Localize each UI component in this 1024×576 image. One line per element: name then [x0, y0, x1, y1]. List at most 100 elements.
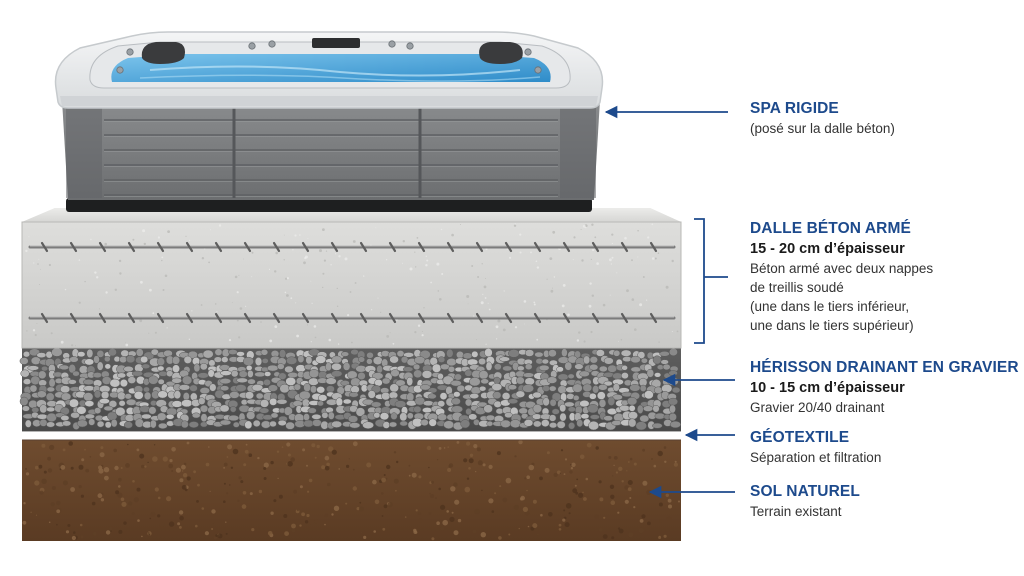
gravel-stone [297, 355, 305, 363]
concrete-pore [460, 224, 461, 225]
concrete-pore [36, 323, 38, 324]
gravel-stone [156, 357, 165, 366]
gravel-stone [279, 349, 287, 359]
gravel-stone [428, 418, 437, 427]
gravel-stone [331, 420, 343, 428]
gravel-stone [96, 350, 105, 358]
soil-speck [582, 491, 584, 494]
soil-speck [579, 454, 585, 460]
soil-speck [473, 444, 478, 449]
soil-speck [65, 530, 70, 534]
soil-speck [100, 446, 104, 450]
gravel-stone [493, 376, 501, 385]
gravel-stone [59, 364, 70, 371]
gravel-stone [370, 401, 382, 408]
gravel-stone [133, 390, 144, 400]
gravel-stone [501, 392, 511, 401]
gravel-stone [456, 384, 466, 393]
gravel-stone [284, 365, 294, 374]
rebar-tie [40, 312, 49, 324]
concrete-pore [546, 278, 548, 280]
soil-speck [327, 482, 331, 487]
soil-speck [144, 465, 147, 468]
soil-speck [618, 466, 623, 471]
gravel-stone [123, 421, 133, 429]
gravel-stone [21, 405, 30, 412]
concrete-pore [562, 284, 566, 287]
soil-speck [474, 508, 480, 515]
concrete-pore [594, 236, 597, 239]
gravel-stone [646, 368, 655, 378]
gravel-stone [643, 390, 654, 400]
soil-speck [447, 468, 452, 472]
concrete-pore [268, 268, 271, 270]
gravel-stone [413, 369, 423, 379]
gravel-stone [451, 405, 463, 413]
concrete-pore [485, 278, 487, 279]
soil-speck [154, 487, 159, 492]
gravel-stone [93, 355, 100, 364]
concrete-pore [164, 274, 168, 278]
spa-jets [116, 40, 542, 74]
gravel-stone [620, 349, 632, 357]
soil-speck [464, 486, 471, 493]
concrete-pore [303, 261, 306, 265]
concrete-pore [426, 259, 429, 262]
gravel-stone [541, 419, 550, 427]
gravel-stone [120, 349, 130, 357]
gravel-stone [103, 405, 114, 412]
soil-speck [578, 492, 584, 498]
gravel-stone [117, 391, 126, 401]
soil-speck [99, 452, 105, 458]
gravel-stone [493, 400, 502, 408]
gravel-stone [197, 372, 209, 379]
soil-speck [438, 487, 442, 491]
concrete-pore [588, 304, 592, 308]
concrete-pore [533, 301, 536, 304]
soil-speck [480, 532, 486, 538]
concrete-pore [161, 259, 163, 262]
soil-speck [563, 473, 566, 475]
gravel-stone [286, 356, 298, 365]
concrete-pore [549, 257, 553, 260]
gravel-stone [72, 370, 80, 377]
gravel-stone [668, 370, 678, 376]
concrete-pore [581, 259, 584, 262]
gravel-stone [318, 394, 328, 402]
soil-speck [311, 443, 316, 448]
gravel-stone [626, 397, 638, 406]
concrete-pore [251, 251, 254, 254]
rebar-tie [504, 312, 513, 324]
gravel-stone [508, 349, 520, 358]
soil-speck [186, 476, 191, 481]
concrete-pore [161, 256, 164, 259]
soil-speck [586, 442, 592, 448]
concrete-pore [328, 338, 332, 342]
concrete-pore [414, 331, 417, 334]
gravel-stone [507, 384, 517, 391]
gravel-stone [630, 355, 641, 364]
gravel-stone [484, 348, 493, 358]
gravel-stone [219, 419, 232, 426]
gravel-stone [200, 413, 208, 423]
gravel-stone [227, 414, 240, 422]
gravel-stone [220, 370, 232, 376]
soil-speck [307, 490, 310, 493]
soil-speck [127, 443, 129, 446]
gravel-stone [656, 364, 664, 370]
soil-speck [345, 502, 348, 505]
rebar-tie [649, 241, 658, 253]
concrete-pore [323, 259, 326, 262]
soil-speck [498, 536, 502, 540]
concrete-pore [39, 284, 40, 285]
concrete-pore [596, 262, 599, 265]
soil-speck [560, 449, 564, 452]
soil-speck [179, 526, 182, 529]
soil-speck [131, 512, 135, 515]
concrete-pore [274, 270, 277, 273]
soil-speck [212, 521, 215, 524]
spa-jet [406, 42, 414, 50]
soil-speck [117, 492, 123, 498]
concrete-pore [430, 281, 432, 284]
gravel-stone [492, 391, 502, 400]
